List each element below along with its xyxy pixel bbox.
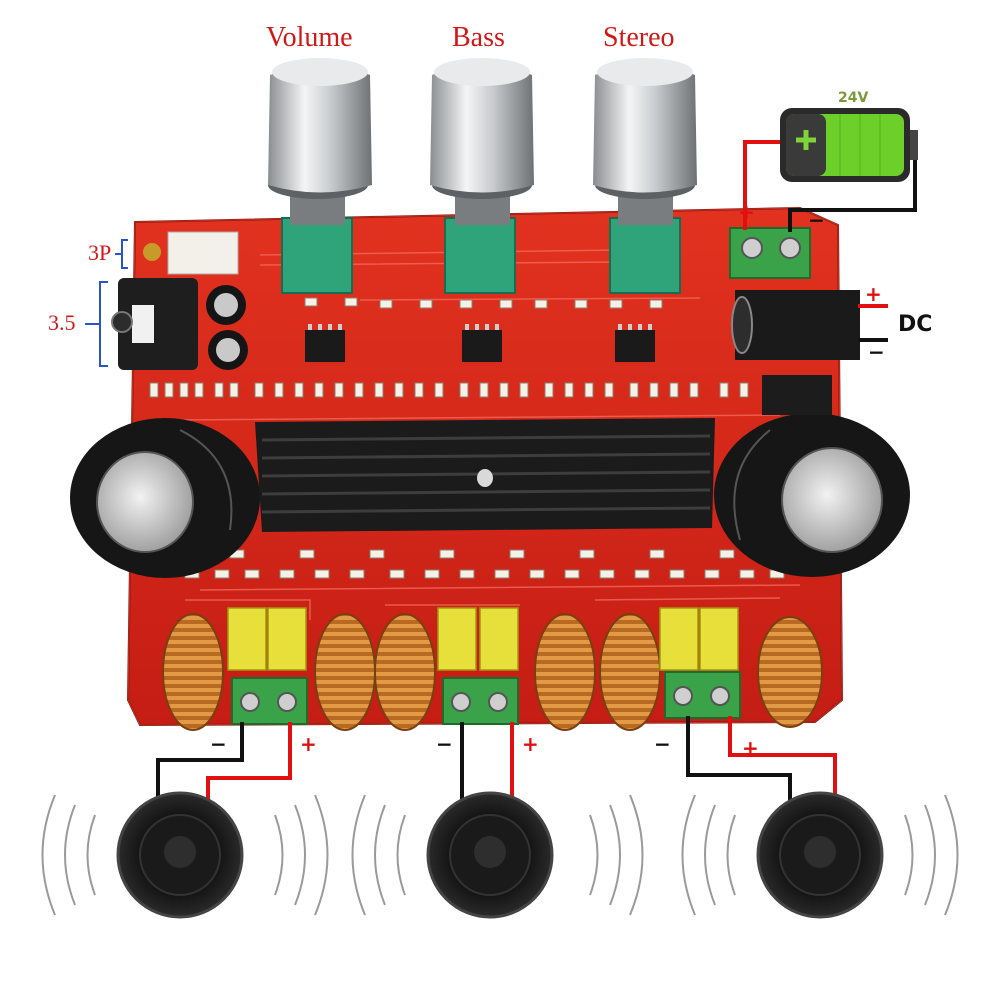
dc-input-lines bbox=[858, 304, 888, 342]
smd-resistor-rows bbox=[149, 297, 785, 579]
three-p-label: 3P bbox=[88, 240, 112, 265]
capacitor-icon bbox=[206, 285, 248, 370]
ic-pins bbox=[308, 324, 652, 330]
dc-barrel-jack bbox=[731, 290, 860, 360]
bracket-lines bbox=[85, 239, 128, 367]
knob-icon bbox=[268, 58, 372, 225]
stereo-label: Stereo bbox=[603, 22, 675, 53]
terminal-block-icon bbox=[664, 671, 741, 719]
capacitor-icon bbox=[714, 413, 910, 577]
volume-label: Volume bbox=[266, 22, 353, 53]
speaker2-plus-sign: + bbox=[522, 732, 539, 756]
speaker-icon bbox=[426, 791, 554, 919]
speaker-icon bbox=[756, 791, 884, 919]
terminal-block-icon bbox=[231, 677, 308, 725]
sound-wave-icon bbox=[41, 794, 959, 916]
potentiometer-icon bbox=[281, 217, 681, 294]
knob-icon bbox=[593, 58, 697, 225]
battery-plus-sign: + bbox=[738, 200, 755, 224]
audio-jack-3-5 bbox=[111, 278, 198, 370]
terminal-block-icon bbox=[442, 677, 519, 725]
ic-chips bbox=[305, 330, 655, 362]
dc-label: DC bbox=[898, 312, 933, 337]
battery-minus-sign: − bbox=[808, 208, 825, 232]
speaker3-minus-sign: − bbox=[654, 732, 671, 756]
dc-minus-sign: − bbox=[868, 340, 885, 364]
speaker3-plus-sign: + bbox=[742, 736, 759, 760]
battery-icon bbox=[780, 108, 918, 182]
speaker-icon bbox=[116, 791, 244, 919]
jack-label: 3.5 bbox=[48, 310, 76, 335]
knob-icon bbox=[430, 58, 534, 225]
capacitor-icon bbox=[227, 607, 739, 671]
speaker1-minus-sign: − bbox=[210, 732, 227, 756]
terminal-block-icon bbox=[729, 227, 811, 279]
bass-label: Bass bbox=[452, 22, 505, 53]
heatsink bbox=[255, 418, 715, 532]
connector-3p bbox=[143, 231, 239, 275]
speaker2-minus-sign: − bbox=[436, 732, 453, 756]
speaker1-plus-sign: + bbox=[300, 732, 317, 756]
capacitor-icon bbox=[70, 418, 260, 578]
battery-voltage-label: 24V bbox=[838, 90, 869, 106]
diode-component bbox=[762, 375, 832, 415]
dc-plus-sign: + bbox=[865, 282, 882, 306]
inductor-icon bbox=[162, 613, 823, 731]
